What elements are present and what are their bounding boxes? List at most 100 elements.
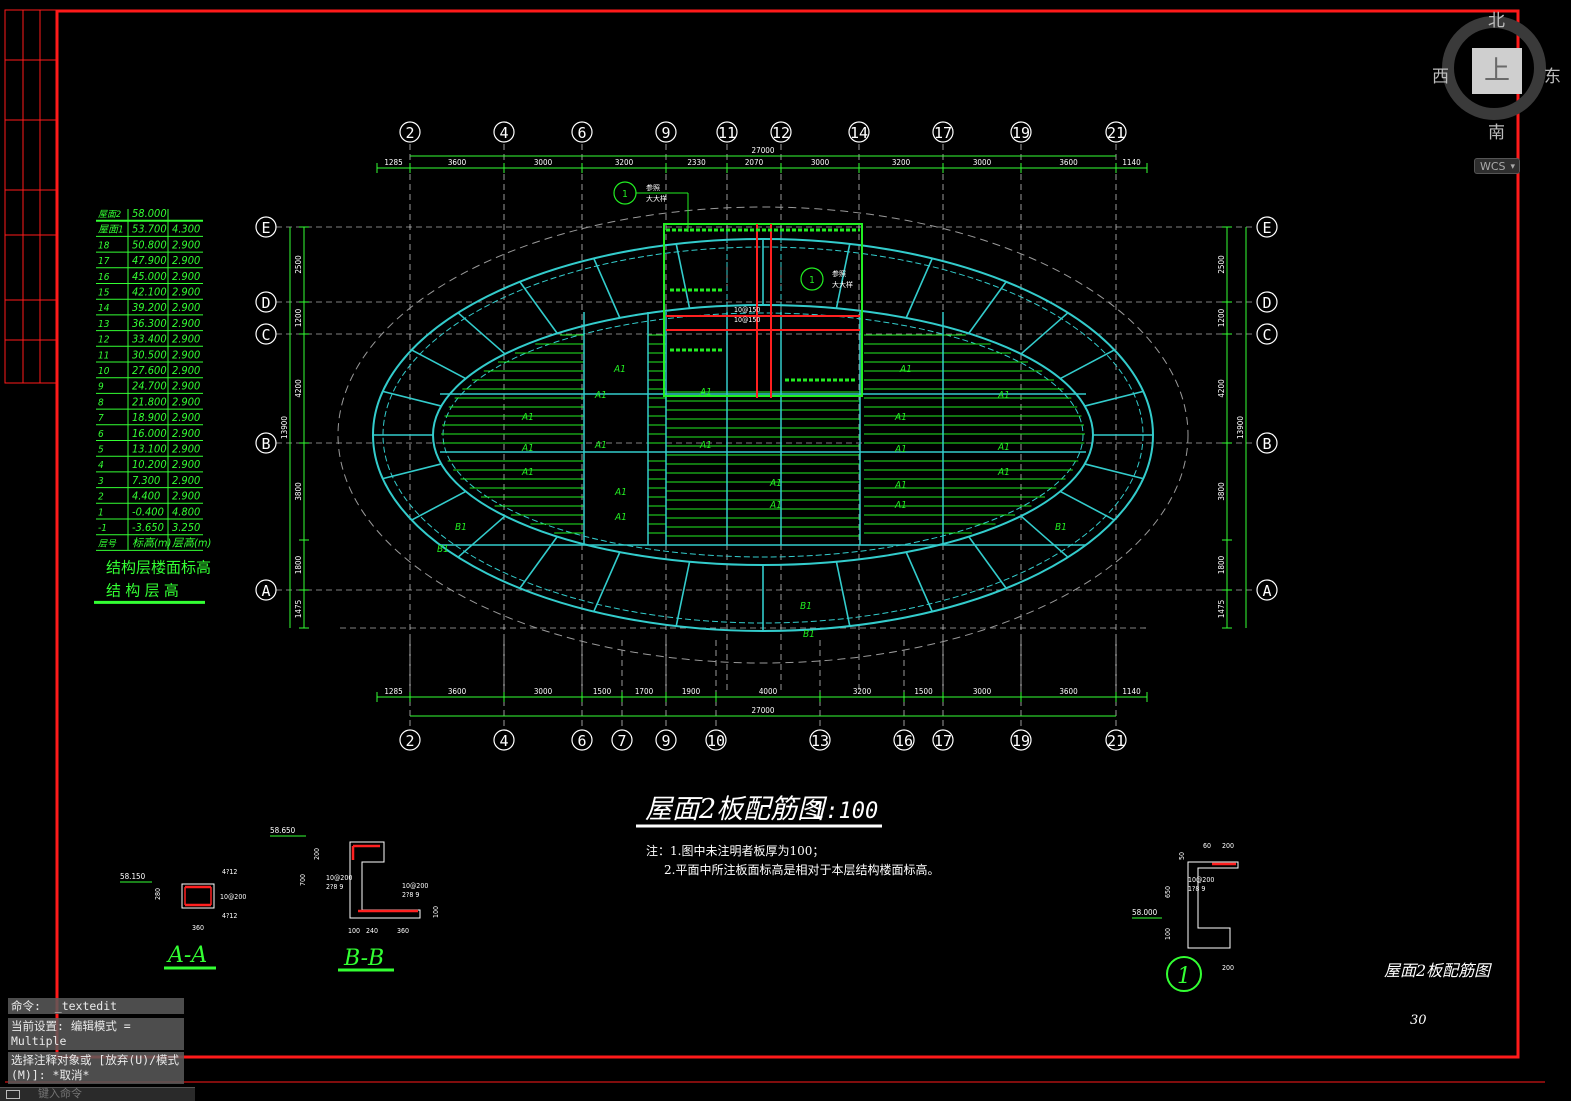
axis-bubble-top: 11 [718, 124, 736, 142]
radial-beam [593, 258, 621, 319]
level-table-floor: 12 [98, 335, 110, 346]
level-table-height: 4.300 [172, 223, 200, 236]
level-table-floor: 15 [98, 288, 110, 299]
dimension-text: 3000 [811, 158, 830, 167]
command-window-icon[interactable] [6, 1090, 20, 1099]
dimension-text: 1500 [914, 687, 933, 696]
level-table-floor: 6 [98, 429, 104, 440]
detail1-dim: 100 [1164, 928, 1172, 940]
level-table-elevation: -0.400 [132, 505, 164, 518]
compass-north[interactable]: 北 [1488, 11, 1505, 31]
chevron-down-icon: ▾ [1510, 162, 1515, 172]
dimension-text: 1200 [294, 308, 303, 327]
section-aa-bar: 4?12 [222, 912, 237, 920]
level-table-caption-2: 结 构 层 高 [106, 581, 179, 599]
dimension-text: 3800 [294, 482, 303, 501]
slab-label-a1: A1 [521, 443, 534, 454]
compass-west[interactable]: 西 [1432, 67, 1449, 87]
axis-bubble-bottom: 9 [661, 732, 670, 750]
sheet-number: 30 [1410, 1013, 1427, 1028]
view-cube[interactable]: 上 北 南 西 东 WCS▾ [1432, 8, 1561, 174]
axis-bubble-top: 2 [405, 124, 414, 142]
dimension-text: 2330 [687, 158, 706, 167]
dimension-total-top: 27000 [752, 146, 775, 155]
level-table-floor: 7 [98, 413, 104, 424]
axis-bubble-right-circle [1256, 579, 1278, 601]
level-table-floor: 8 [98, 397, 104, 408]
slab-label-b1: B1 [455, 522, 467, 533]
axis-bubble-bottom: 6 [577, 732, 586, 750]
slab-label-a1: A1 [997, 467, 1010, 478]
slab-label-a1: A1 [699, 387, 712, 398]
level-table-height: 2.900 [172, 395, 200, 408]
dimension-total: 13900 [280, 416, 289, 439]
level-table-floor: 层号 [98, 539, 117, 550]
level-table-floor: 3 [98, 476, 104, 487]
detail-callout-ref: 1 [622, 189, 628, 200]
section-bb-bar: 2?8 9 [326, 883, 343, 891]
axis-bubble-right-circle [1256, 323, 1278, 345]
detail1-title-circle [1166, 956, 1202, 992]
dimension-text: 1475 [294, 600, 303, 618]
axis-bubble-top-circle [1105, 121, 1127, 143]
axis-bubble-top: 4 [499, 124, 508, 142]
slab-label-a1: A1 [894, 500, 907, 511]
level-table-floor: 11 [98, 350, 109, 361]
level-table-elevation: 33.400 [132, 333, 167, 346]
level-table-elevation: 24.700 [132, 380, 167, 393]
axis-bubble-right: A [1262, 582, 1271, 600]
level-table-floor: 16 [98, 272, 110, 283]
level-table-height: 2.900 [172, 364, 200, 377]
level-table-floor: 10 [98, 366, 110, 377]
level-table-height: 2.900 [172, 286, 200, 299]
axis-bubble-top: 9 [661, 124, 670, 142]
compass-south[interactable]: 南 [1488, 123, 1505, 143]
axis-bubble-left: C [261, 326, 270, 344]
radial-beam [382, 390, 442, 407]
detail1-dim: 650 [1164, 886, 1172, 898]
slab-label-a1: A1 [894, 412, 907, 423]
radial-beam [519, 281, 558, 334]
command-input[interactable] [36, 1085, 190, 1101]
section-aa-elevation: 58.150 [120, 872, 146, 881]
radial-beam [675, 561, 691, 627]
axis-bubble-left: E [261, 219, 270, 237]
level-table-height: 2.900 [172, 380, 200, 393]
axis-bubble-right: C [1262, 326, 1271, 344]
section-bb-title: B-B [343, 946, 384, 971]
axis-bubble-right: E [1262, 219, 1271, 237]
command-line[interactable] [0, 1085, 195, 1101]
compass-east[interactable]: 东 [1544, 67, 1561, 87]
axis-bubble-bottom-circle [705, 729, 727, 751]
dimension-text: 1700 [635, 687, 654, 696]
section-aa-dim: 360 [192, 924, 204, 932]
axis-bubble-top-circle [848, 121, 870, 143]
axis-bubble-left-circle [255, 432, 277, 454]
axis-bubble-bottom: 21 [1107, 732, 1125, 750]
axis-bubble-top-circle [399, 121, 421, 143]
slab-label-b1: B1 [800, 601, 812, 612]
section-bb-dim: 700 [299, 874, 307, 886]
axis-bubble-left-circle [255, 291, 277, 313]
level-table-floor: 9 [98, 382, 104, 393]
radial-beam [835, 243, 851, 309]
axis-bubble-top: 12 [772, 124, 790, 142]
detail1-bar: 10@200 [1188, 876, 1214, 884]
level-table-height: 3.250 [172, 521, 200, 534]
slab-label-a1: A1 [894, 480, 907, 491]
view-cube-top-face[interactable]: 上 [1472, 48, 1522, 94]
axis-bubble-bottom-circle [932, 729, 954, 751]
wcs-menu-button[interactable]: WCS▾ [1474, 158, 1520, 174]
axis-bubble-top: 14 [850, 124, 868, 142]
axis-bubble-right-circle [1256, 432, 1278, 454]
radial-beam [457, 515, 506, 558]
slab-label-a1: A1 [521, 467, 534, 478]
radial-beam [1084, 390, 1144, 407]
axis-bubble-top-circle [655, 121, 677, 143]
axis-bubble-top: 19 [1012, 124, 1030, 142]
level-table-floor: 屋面1 [98, 225, 124, 236]
detail-callout-note: 参照 [646, 183, 660, 192]
